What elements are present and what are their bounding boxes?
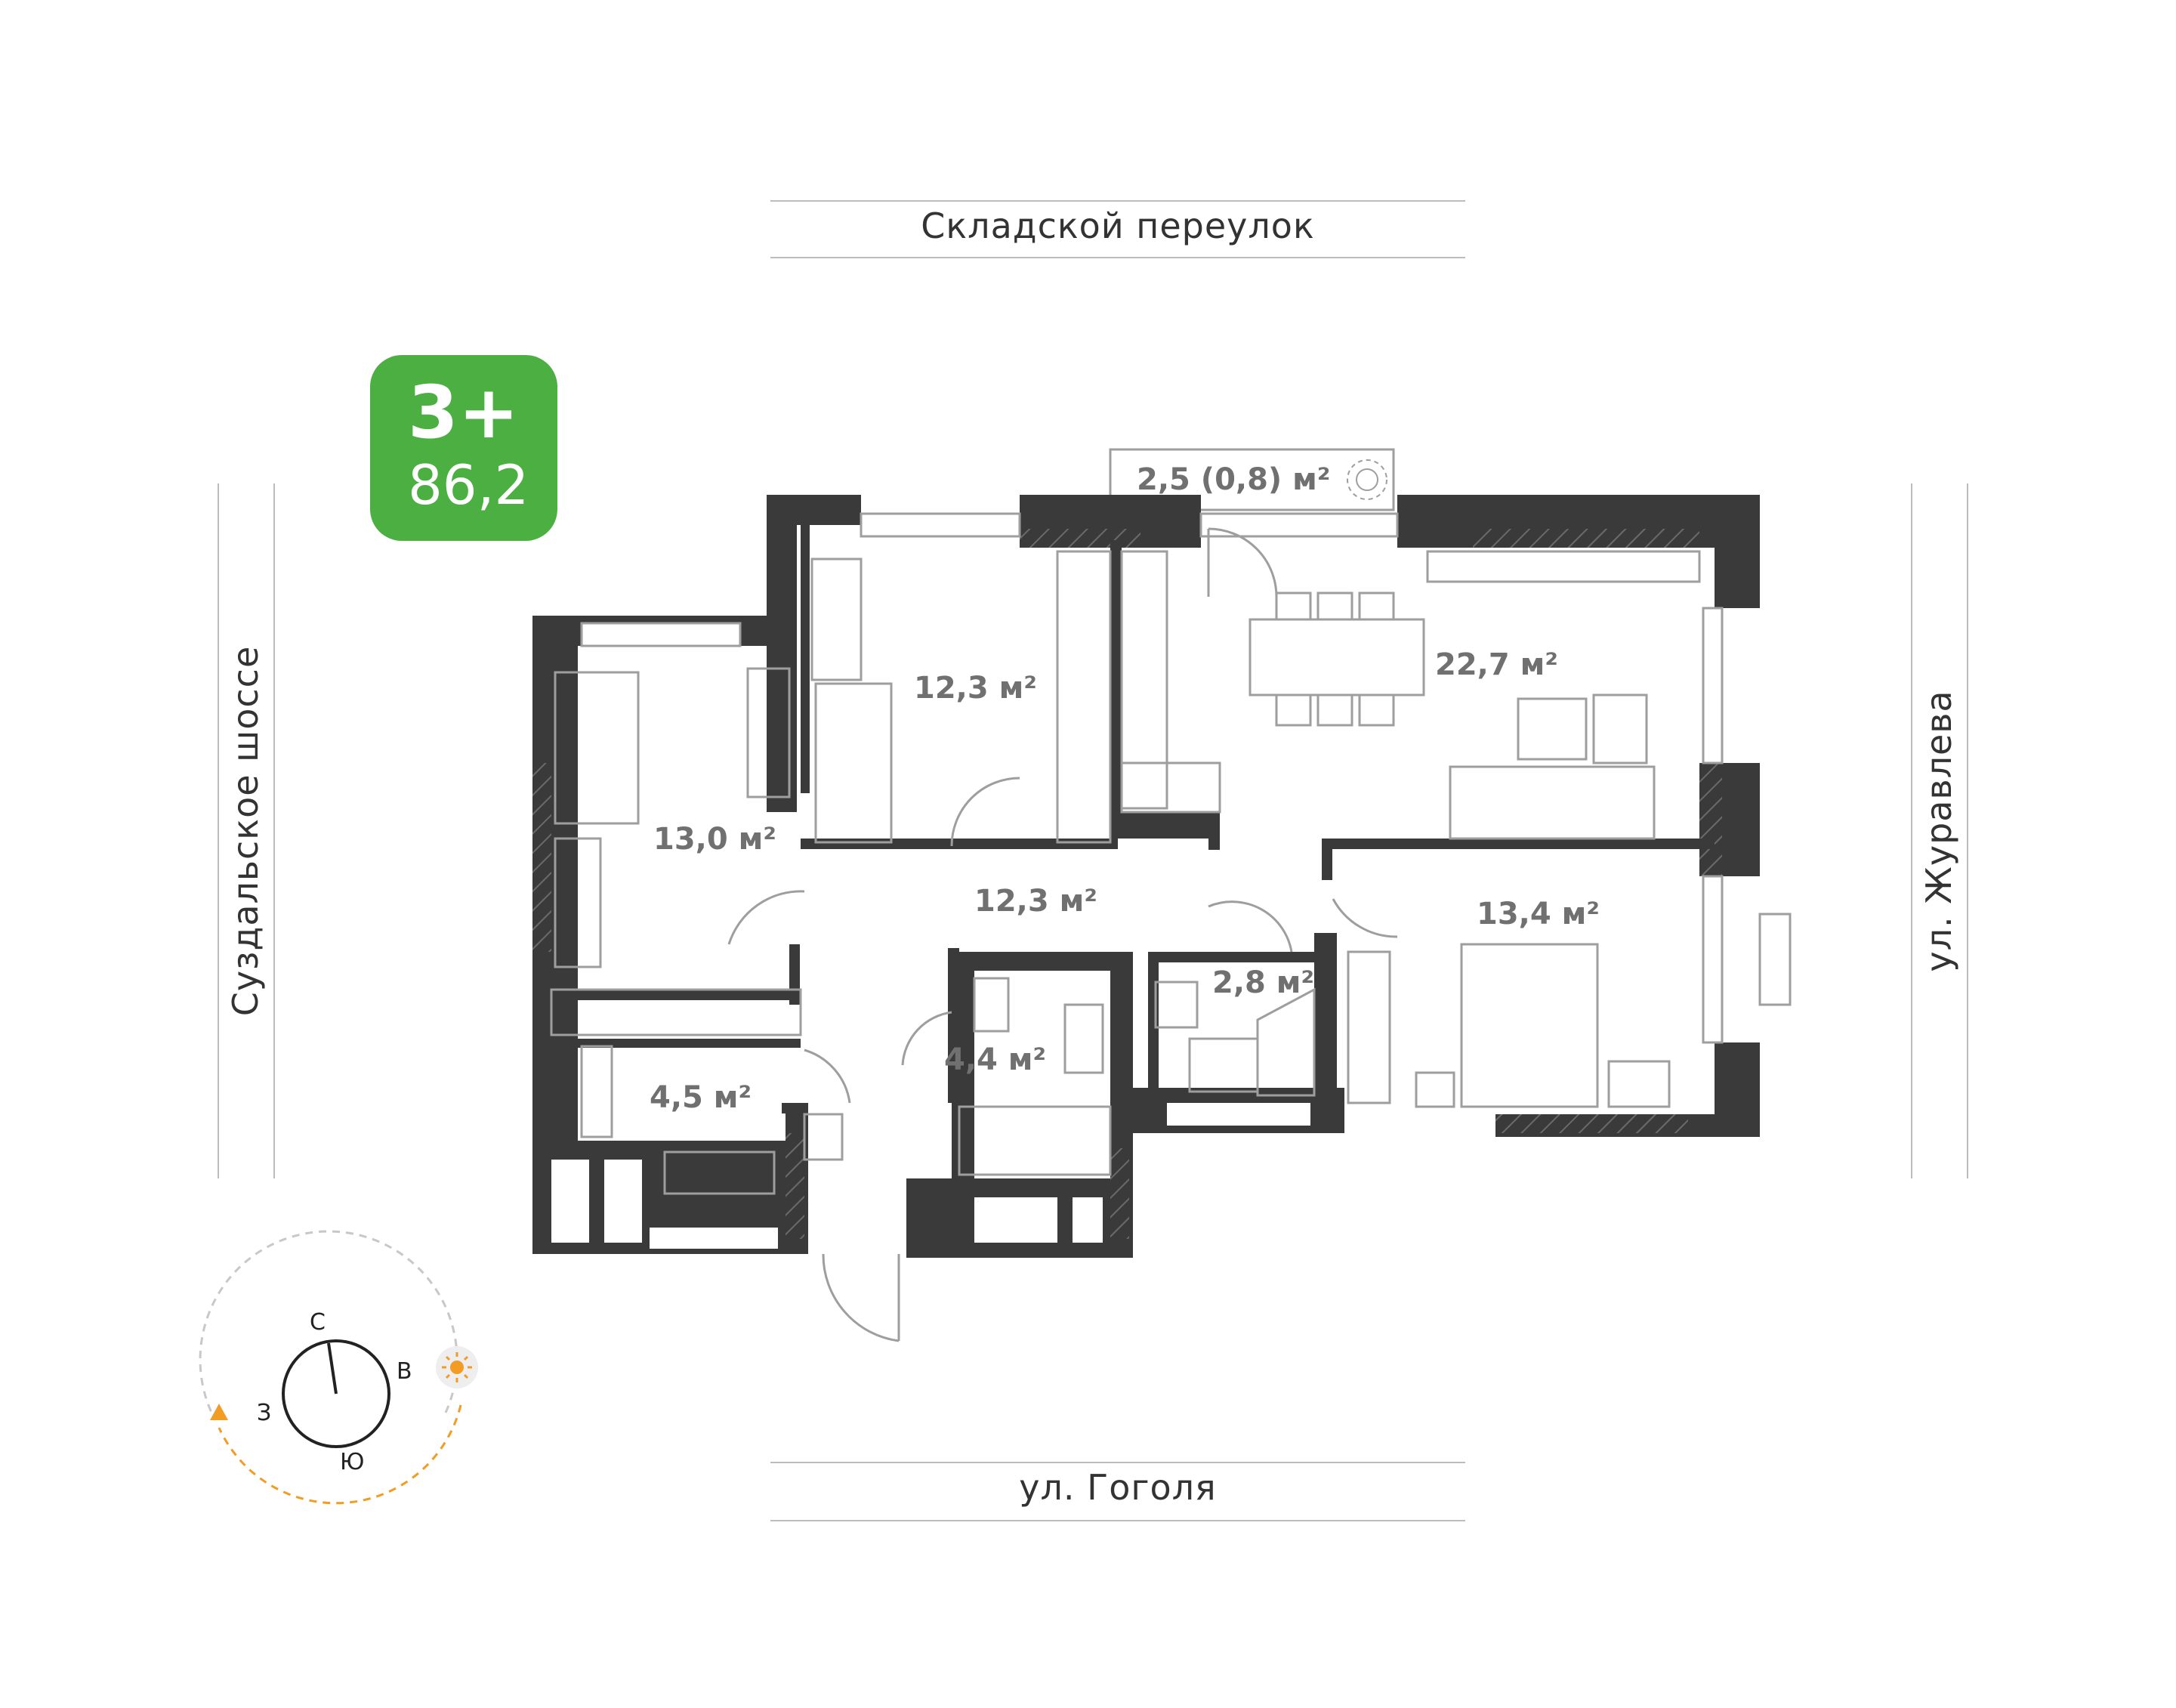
south-street-name: ул. Гоголя — [1019, 1467, 1217, 1508]
sun-path — [199, 1230, 458, 1421]
flower-icon — [1347, 459, 1387, 500]
apartment-badge: 3+ 86,2 — [370, 355, 557, 541]
north-street-line-bottom — [770, 257, 1465, 258]
south-street-line-bottom — [770, 1520, 1465, 1521]
compass: С В Ю З — [199, 1230, 478, 1505]
shaft-cutouts — [551, 1103, 1310, 1249]
furniture — [550, 550, 1701, 1195]
doors — [727, 527, 1398, 1342]
windows — [580, 512, 1792, 1044]
room-label-bathroom: 4,4 м² — [944, 1042, 1046, 1077]
sun-path-evening — [218, 1404, 462, 1505]
room-label-hall: 12,3 м² — [974, 884, 1097, 919]
room-label-balcony: 2,5 (0,8) м² — [1137, 462, 1330, 497]
exterior-walls — [532, 495, 1760, 1258]
north-street-line-top — [770, 200, 1465, 202]
room-labels: 2,5 (0,8) м² 12,3 м² 13,0 м² 22,7 м² 12,… — [650, 462, 1600, 1115]
compass-north: С — [310, 1309, 326, 1336]
room-label-wc: 2,8 м² — [1212, 965, 1314, 1000]
west-street-line-right — [273, 483, 275, 1178]
compass-east: В — [397, 1358, 412, 1385]
west-street-line-left — [218, 483, 219, 1178]
compass-ring — [282, 1339, 390, 1448]
arrow-icon — [210, 1404, 228, 1420]
compass-needle — [327, 1342, 338, 1395]
room-label-living-kitchen: 22,7 м² — [1435, 647, 1558, 682]
room-label-storage: 4,5 м² — [650, 1080, 752, 1115]
room-count: 3+ — [408, 370, 520, 455]
north-street-name: Складской переулок — [921, 205, 1315, 246]
room-label-bedroom-1: 12,3 м² — [914, 671, 1037, 706]
south-street-line-top — [770, 1462, 1465, 1463]
east-street-line-right — [1967, 483, 1968, 1178]
total-area: 86,2 — [408, 453, 529, 517]
room-label-bedroom-3: 13,4 м² — [1477, 897, 1600, 931]
interior-walls — [574, 521, 1722, 1113]
compass-south: Ю — [340, 1449, 364, 1475]
sun-icon — [436, 1346, 478, 1388]
room-label-bedroom-2: 13,0 м² — [653, 822, 776, 857]
compass-west: З — [257, 1400, 271, 1426]
east-street-line-left — [1911, 483, 1912, 1178]
balcony — [1109, 448, 1395, 511]
